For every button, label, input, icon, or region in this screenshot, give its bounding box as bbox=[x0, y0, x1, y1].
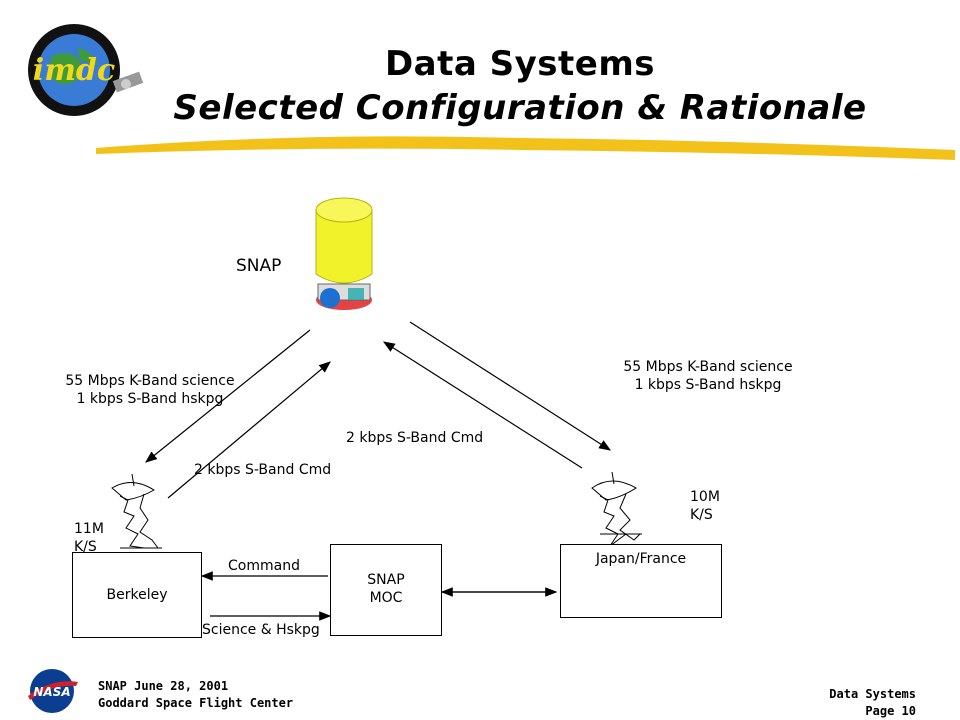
nasa-logo-text: NASA bbox=[33, 685, 70, 699]
footer-org: Goddard Space Flight Center bbox=[98, 696, 294, 710]
left-station-size: 11M bbox=[74, 521, 104, 537]
right-antenna-icon bbox=[591, 471, 642, 547]
left-antenna-icon bbox=[111, 473, 162, 549]
right-station-label: 10M K/S bbox=[690, 488, 720, 524]
footer-left: SNAP June 28, 2001 Goddard Space Flight … bbox=[98, 678, 293, 712]
moc-line1: SNAP bbox=[367, 572, 405, 588]
spacecraft-label: SNAP bbox=[236, 256, 282, 276]
right-downlink-arrow bbox=[409, 321, 612, 451]
logo-text: imdc bbox=[33, 53, 115, 88]
page-subtitle: Selected Configuration & Rationale bbox=[173, 88, 867, 128]
footer-right: Data Systems Page 10 bbox=[829, 686, 916, 720]
right-downlink-line1: 55 Mbps K-Band science bbox=[623, 359, 793, 375]
footer-date: SNAP June 28, 2001 bbox=[98, 679, 229, 693]
science-label: Science & Hskpg bbox=[202, 622, 320, 638]
spacecraft-icon bbox=[315, 197, 373, 310]
berkeley-label: Berkeley bbox=[106, 587, 168, 603]
right-station-size: 10M bbox=[690, 489, 720, 505]
left-downlink-arrow bbox=[145, 329, 311, 463]
nasa-logo: NASA bbox=[22, 666, 82, 716]
command-label: Command bbox=[228, 558, 300, 574]
left-uplink-arrow bbox=[167, 361, 331, 499]
japan-france-label: Japan/France bbox=[595, 551, 687, 567]
left-downlink-label: 55 Mbps K-Band science 1 kbps S-Band hsk… bbox=[50, 372, 250, 408]
title-underline bbox=[96, 136, 955, 160]
left-uplink-label: 2 kbps S-Band Cmd bbox=[194, 462, 332, 478]
left-downlink-line2: 1 kbps S-Band hskpg bbox=[76, 391, 224, 407]
moc-line2: MOC bbox=[369, 590, 403, 606]
footer-page: Page 10 bbox=[865, 704, 916, 718]
footer-section: Data Systems bbox=[829, 687, 916, 701]
left-station-band: K/S bbox=[74, 539, 97, 555]
right-station-band: K/S bbox=[690, 507, 713, 523]
japan-france-box: Japan/France bbox=[560, 544, 722, 618]
right-uplink-arrow bbox=[382, 341, 583, 469]
left-station-label: 11M K/S bbox=[74, 520, 104, 556]
berkeley-box: Berkeley bbox=[72, 552, 202, 638]
right-downlink-label: 55 Mbps K-Band science 1 kbps S-Band hsk… bbox=[608, 358, 808, 394]
right-uplink-label: 2 kbps S-Band Cmd bbox=[346, 430, 484, 446]
right-downlink-line2: 1 kbps S-Band hskpg bbox=[634, 377, 782, 393]
left-downlink-line1: 55 Mbps K-Band science bbox=[65, 373, 235, 389]
moc-box: SNAP MOC bbox=[330, 544, 442, 636]
imdc-logo: imdc bbox=[14, 18, 154, 118]
page-title: Data Systems bbox=[384, 44, 656, 84]
